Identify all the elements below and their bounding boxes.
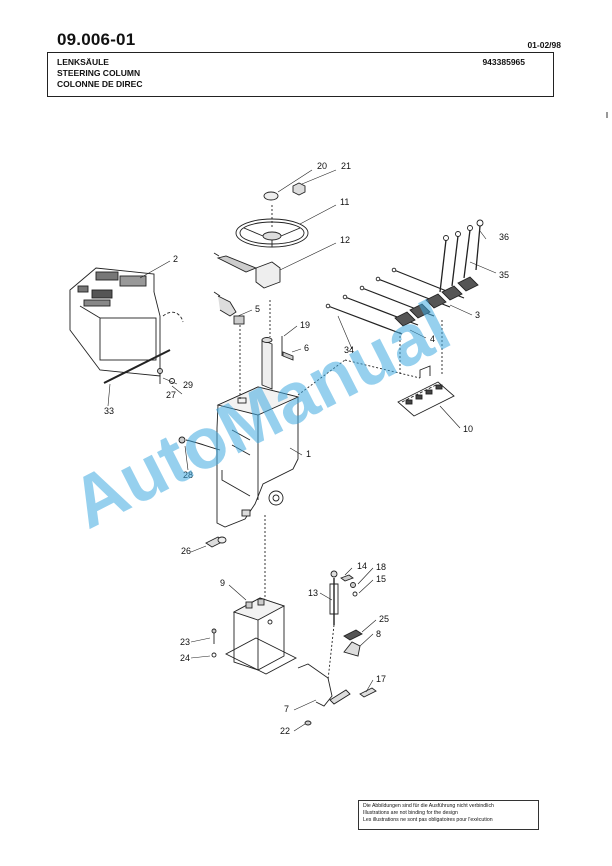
callout-17: 18 — [376, 562, 386, 572]
callout-3: 3 — [475, 310, 480, 320]
control-levers-drawing — [297, 219, 484, 396]
page-code: 09.006-01 — [57, 30, 136, 49]
edge-mark — [606, 112, 608, 118]
callout-33: 28 — [183, 470, 193, 480]
callout-20: 19 — [300, 320, 310, 330]
horn-cap-drawing — [263, 191, 279, 201]
callout-13: 13 — [308, 588, 318, 598]
title-english: STEERING COLUMN — [57, 68, 141, 78]
disclaimer-box: Die Abbildungen sind für die Ausführung … — [358, 800, 539, 830]
cable-drawing — [178, 436, 221, 451]
callout-4: 4 — [430, 334, 435, 344]
disclaimer-line-de: Die Abbildungen sind für die Ausführung … — [363, 803, 494, 809]
steering-wheel-drawing — [235, 205, 309, 248]
callout-11: 11 — [340, 197, 349, 207]
callout-labels: 20 21 11 12 2 5 19 6 1 36 35 3 4 34 10 2… — [104, 161, 509, 736]
callout-10: 10 — [463, 424, 473, 434]
nut-drawing — [292, 182, 306, 196]
knob-drawing — [205, 536, 227, 548]
title-block: LENKSÄULE STEERING COLUMN COLONNE DE DIR… — [47, 52, 554, 97]
pedal-linkage-drawing — [297, 570, 377, 726]
callout-28: 29 — [183, 380, 193, 390]
callout-14: 14 — [357, 561, 367, 571]
callout-23: 27 — [166, 390, 176, 400]
callout-18: 17 — [376, 674, 386, 684]
callout-34: 34 — [344, 345, 354, 355]
fasteners-drawing — [211, 628, 217, 658]
leader-lines — [107, 169, 497, 732]
lever-drawing — [213, 291, 245, 400]
callout-5: 5 — [255, 304, 260, 314]
callout-1: 1 — [306, 449, 311, 459]
instrument-panel-drawing — [69, 267, 184, 377]
callout-8: 8 — [376, 629, 381, 639]
trim-strip-drawing — [103, 349, 171, 384]
console-housing-drawing — [216, 386, 300, 528]
callout-9: 9 — [220, 578, 225, 588]
callout-36: 36 — [499, 232, 509, 242]
title-german: LENKSÄULE — [57, 57, 109, 67]
pin-drawing — [281, 336, 294, 361]
callout-29: 33 — [104, 406, 114, 416]
disclaimer-line-en: Illustrations are not binding for the de… — [363, 810, 458, 816]
part-number: 943385965 — [482, 57, 525, 67]
callout-21: 20 — [317, 161, 327, 171]
callout-27: 26 — [181, 546, 191, 556]
title-french: COLONNE DE DIREC — [57, 79, 143, 89]
callout-2: 2 — [173, 254, 178, 264]
disclaimer-line-fr: Les illustrations ne sont pas obligatoir… — [363, 817, 493, 823]
callout-22: 21 — [341, 161, 351, 171]
lever-bracket-drawing — [397, 365, 455, 417]
page-date: 01-02/98 — [527, 40, 561, 50]
valve-block-drawing — [225, 515, 297, 675]
callout-7: 7 — [284, 704, 289, 714]
steering-tube-drawing — [261, 300, 273, 390]
callout-25: 24 — [180, 653, 190, 663]
column-switch-drawing — [213, 252, 281, 289]
callout-15: 15 — [376, 574, 386, 584]
callout-6: 6 — [304, 343, 309, 353]
callout-35: 35 — [499, 270, 509, 280]
callout-26: 25 — [379, 614, 389, 624]
callout-19: 22 — [280, 726, 290, 736]
callout-24: 23 — [180, 637, 190, 647]
callout-12: 12 — [340, 235, 350, 245]
